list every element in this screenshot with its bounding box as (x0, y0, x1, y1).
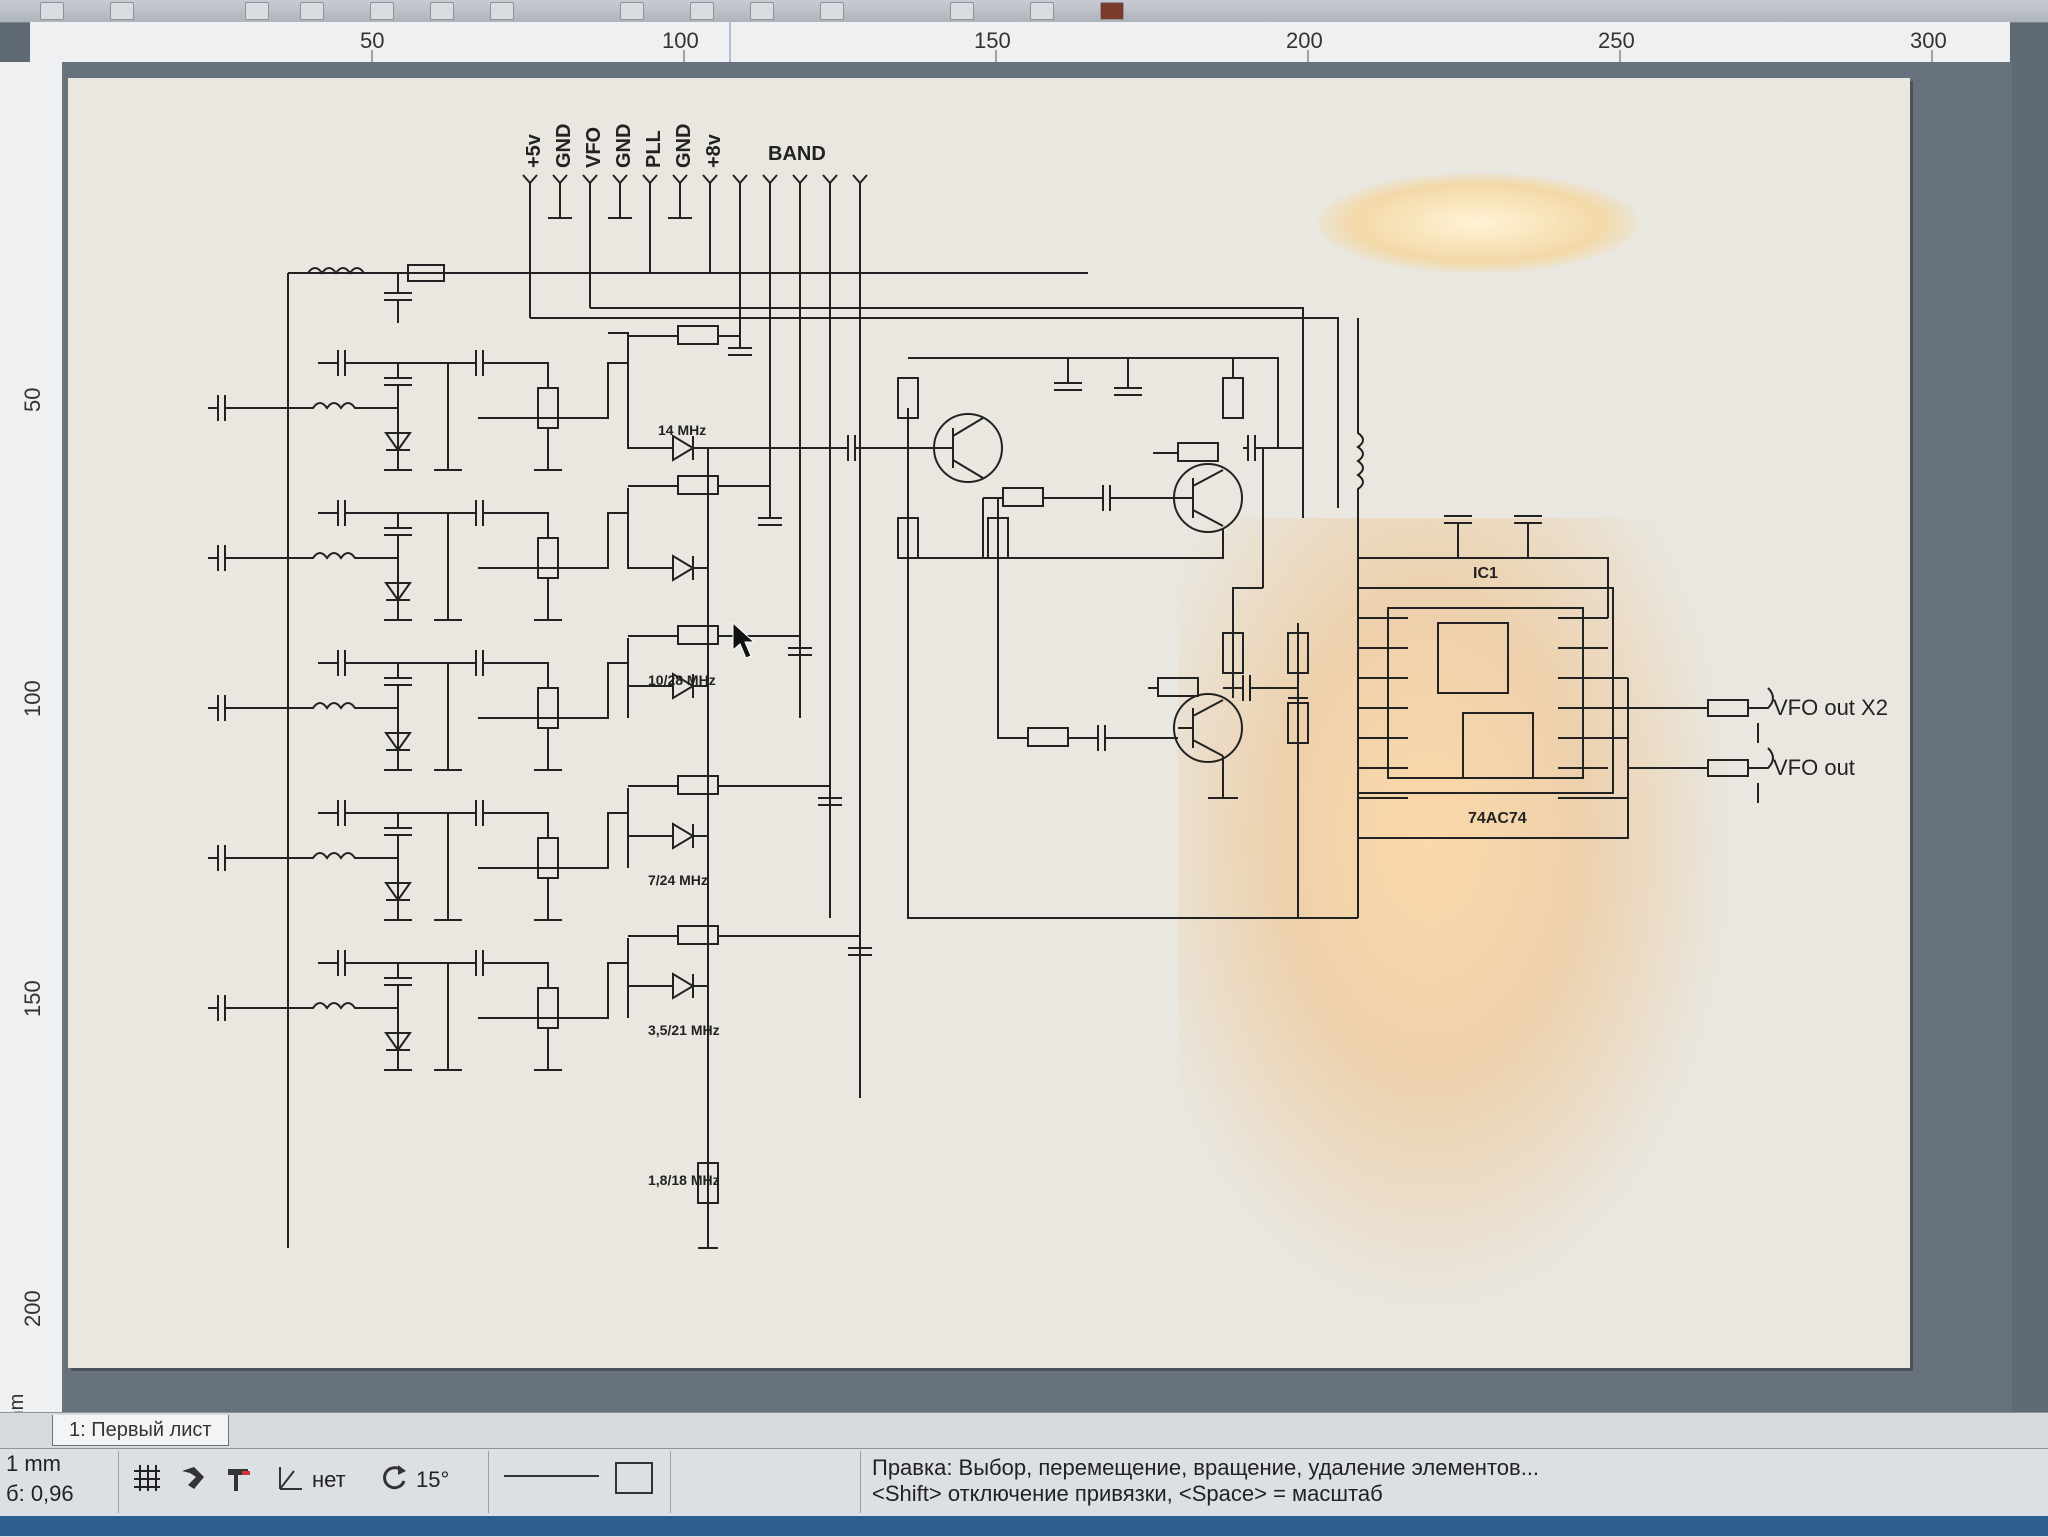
ruler-label: 150 (974, 28, 1011, 53)
connector-label-pll: PLL (643, 130, 665, 168)
toolbar-button[interactable] (690, 2, 714, 20)
rectangle-icon[interactable] (614, 1461, 654, 1495)
grid-size: 1 mm (6, 1451, 61, 1476)
band-label: BAND (768, 143, 826, 165)
toolbar-button[interactable] (300, 2, 324, 20)
line-style-icon[interactable] (504, 1471, 599, 1481)
angle-icon[interactable] (276, 1463, 306, 1493)
ruler-label: 50 (360, 28, 385, 53)
ic-part-number: 74AC74 (1468, 810, 1527, 827)
search-icon[interactable] (1030, 2, 1054, 20)
toolbar-button[interactable] (1100, 2, 1124, 20)
toolbar-button[interactable] (950, 2, 974, 20)
connector-label-gnd: GND (613, 124, 635, 168)
mouse-cursor-icon (732, 621, 756, 659)
output-label: VFO out (1773, 755, 1855, 780)
ruler-ticks (371, 22, 1933, 62)
horizontal-ruler: 50 100 150 200 250 300 (30, 22, 2010, 63)
ruler-label: 250 (1598, 28, 1635, 53)
connector-label-8v: +8v (703, 133, 725, 168)
drawing-sheet[interactable]: +5v GND VFO GND PLL GND +8v BAND 14 MHz … (68, 78, 1910, 1368)
ic-name: IC1 (1473, 565, 1498, 582)
toolbar-button[interactable] (750, 2, 774, 20)
toolbar (0, 0, 2048, 23)
ruler-label: 200 (1286, 28, 1323, 53)
ruler-label: 200 (20, 1290, 45, 1327)
toolbar-button[interactable] (370, 2, 394, 20)
band-frequency: 10/28 MHz (648, 672, 716, 688)
ruler-label: 100 (20, 680, 45, 717)
toolbar-button[interactable] (245, 2, 269, 20)
magnet-icon[interactable] (178, 1463, 208, 1493)
sheet-tab-bar: 1: Первый лист (0, 1412, 2048, 1449)
rotation-step[interactable]: 15° (416, 1467, 450, 1492)
snap-mode[interactable]: нет (312, 1467, 346, 1492)
band-frequency: 7/24 MHz (648, 872, 708, 888)
toolbar-button[interactable] (490, 2, 514, 20)
ruler-label: 100 (662, 28, 699, 53)
toolbar-button[interactable] (430, 2, 454, 20)
connector-label-gnd: GND (553, 124, 575, 168)
toolbar-button[interactable] (110, 2, 134, 20)
rotate-icon[interactable] (380, 1463, 410, 1493)
band-frequency: 14 MHz (658, 422, 706, 438)
band-frequency: 1,8/18 MHz (648, 1172, 720, 1188)
status-tools: нет 15° (118, 1451, 489, 1513)
output-label-x2: VFO out X2 (1773, 695, 1888, 720)
connector-label-gnd: GND (673, 124, 695, 168)
connector-label-vfo: VFO (583, 127, 605, 168)
ruler-label: 50 (20, 387, 45, 412)
vertical-ruler: 50 100 150 200 mm (0, 62, 63, 1442)
status-line-style (488, 1451, 671, 1513)
status-empty (670, 1451, 861, 1513)
tab-sheet-1[interactable]: 1: Первый лист (52, 1415, 229, 1446)
pin-icon[interactable] (224, 1463, 254, 1493)
toolbar-button[interactable] (620, 2, 644, 20)
hint-line-1: Правка: Выбор, перемещение, вращение, уд… (872, 1455, 1540, 1480)
ruler-label: 300 (1910, 28, 1947, 53)
tab-label: 1: Первый лист (69, 1419, 212, 1441)
connector-label-5v: +5v (523, 133, 545, 168)
status-grid-zoom: 1 mm б: 0,96 (0, 1451, 119, 1513)
band-frequency: 3,5/21 MHz (648, 1022, 720, 1038)
taskbar (0, 1516, 2048, 1536)
grid-icon[interactable] (132, 1463, 162, 1493)
ruler-label: 150 (20, 980, 45, 1017)
toolbar-button[interactable] (40, 2, 64, 20)
zoom-level: б: 0,96 (6, 1481, 74, 1506)
screen-glare (1318, 173, 1638, 273)
hint-line-2: <Shift> отключение привязки, <Space> = м… (872, 1481, 1383, 1506)
toolbar-button[interactable] (820, 2, 844, 20)
schematic-drawing[interactable]: +5v GND VFO GND PLL GND +8v BAND 14 MHz … (68, 78, 1910, 1368)
status-hint: Правка: Выбор, перемещение, вращение, уд… (860, 1451, 2048, 1513)
